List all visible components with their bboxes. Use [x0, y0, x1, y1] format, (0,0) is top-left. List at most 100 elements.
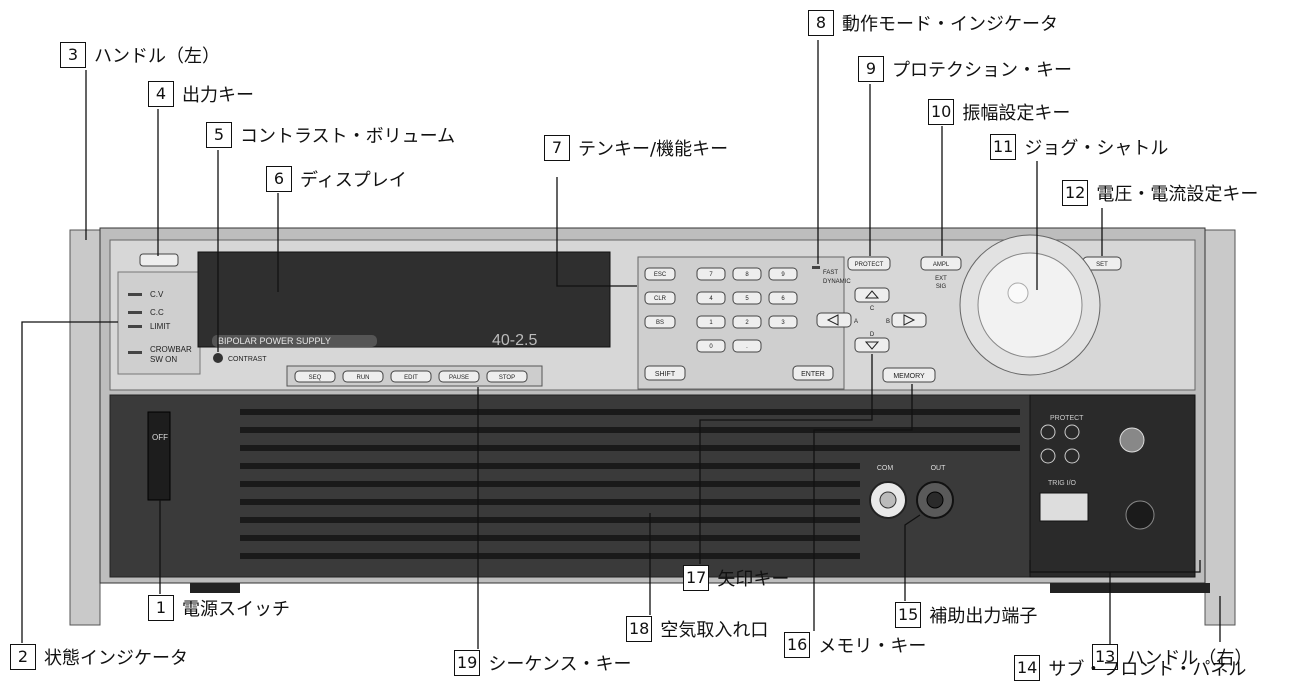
digit-key[interactable] — [696, 339, 726, 353]
left-handle — [69, 229, 101, 626]
contrast-knob[interactable] — [213, 353, 223, 363]
clr-key[interactable] — [644, 291, 676, 305]
digit-key-label: 4 — [709, 296, 713, 302]
protect-jack[interactable] — [1064, 448, 1080, 464]
callout-number: 19 — [454, 650, 481, 676]
func-key-label: CLR — [654, 296, 667, 302]
ampl-sub-label: SIG — [936, 284, 947, 290]
seq-key-label: EDIT — [404, 375, 418, 381]
ampl-key[interactable] — [920, 256, 962, 271]
memory-key-label: MEMORY — [893, 373, 925, 380]
seq-key[interactable] — [294, 370, 336, 383]
digit-key-label: 8 — [745, 272, 749, 278]
digit-key[interactable] — [696, 291, 726, 305]
memory-key[interactable] — [882, 367, 936, 383]
power-switch[interactable] — [147, 411, 171, 501]
terminal-label: COM — [877, 465, 894, 472]
callout-label: 電源スイッチ — [182, 599, 290, 620]
callout-label: メモリ・キー — [818, 636, 927, 657]
status-led — [128, 351, 142, 354]
arrow-left-key[interactable] — [816, 312, 852, 328]
protect-jack[interactable] — [1040, 424, 1056, 440]
seq-key-label: SEQ — [309, 375, 322, 381]
digit-key[interactable] — [732, 267, 762, 281]
digit-key[interactable] — [732, 339, 762, 353]
contrast-label: CONTRAST — [228, 356, 267, 363]
arrow-left-icon — [826, 314, 839, 326]
digit-key[interactable] — [696, 315, 726, 329]
callout-label: 振幅設定キー — [962, 103, 1071, 124]
digit-key-label: 6 — [781, 296, 785, 302]
digit-key-label: 7 — [709, 272, 713, 278]
enter-key[interactable] — [792, 365, 834, 381]
callout-9: 9 プロテクション・キー — [858, 56, 1072, 82]
digit-key-label: 1 — [709, 320, 713, 326]
callout-1: 1 電源スイッチ — [148, 595, 290, 621]
ampl-sub-label: EXT — [935, 276, 947, 282]
digit-key[interactable] — [768, 267, 798, 281]
arrow-keys: C A B D — [816, 287, 927, 353]
pause-key[interactable] — [438, 370, 480, 383]
status-led — [128, 325, 142, 328]
terminal-label: OUT — [931, 465, 947, 472]
digit-key[interactable] — [768, 291, 798, 305]
shift-key-label: SHIFT — [655, 371, 676, 378]
callout-number: 11 — [990, 134, 1017, 160]
arrow-right-icon — [903, 314, 916, 326]
protect-jack[interactable] — [1064, 424, 1080, 440]
callout-number: 15 — [895, 602, 922, 628]
output-key[interactable] — [139, 253, 179, 267]
arrow-down-key[interactable] — [854, 337, 890, 353]
bnc-connector[interactable] — [1119, 427, 1145, 453]
set-key-label: SET — [1096, 262, 1108, 268]
bs-key[interactable] — [644, 315, 676, 329]
callout-label: 補助出力端子 — [929, 606, 1038, 627]
callout-number: 9 — [858, 56, 884, 82]
shift-key[interactable] — [644, 365, 686, 381]
digit-key-label: 2 — [745, 320, 749, 326]
esc-key[interactable] — [644, 267, 676, 281]
func-key-label: ESC — [654, 272, 667, 278]
callout-label: ハンドル（左） — [94, 46, 220, 67]
run-key[interactable] — [342, 370, 384, 383]
callout-number: 12 — [1062, 180, 1089, 206]
arrow-down-icon — [864, 341, 880, 350]
seq-key-label: PAUSE — [449, 375, 469, 381]
digit-key-label: 5 — [745, 296, 749, 302]
right-handle — [1204, 229, 1236, 626]
arrow-up-key[interactable] — [854, 287, 890, 303]
callout-number: 14 — [1014, 655, 1041, 681]
protect-key[interactable] — [847, 256, 891, 271]
callout-number: 1 — [148, 595, 174, 621]
arrow-right-key[interactable] — [891, 312, 927, 328]
callout-label: プロテクション・キー — [892, 60, 1072, 81]
foot — [190, 583, 240, 593]
out-terminal-core — [926, 491, 944, 509]
callout-label: 動作モード・インジケータ — [842, 14, 1058, 35]
digit-key[interactable] — [732, 291, 762, 305]
subpanel-protect-label: PROTECT — [1050, 415, 1084, 422]
status-led — [128, 293, 142, 296]
ground-terminal[interactable] — [1125, 500, 1155, 530]
stop-key[interactable] — [486, 370, 528, 383]
digit-key[interactable] — [768, 315, 798, 329]
digit-key[interactable] — [696, 267, 726, 281]
protect-jack[interactable] — [1040, 448, 1056, 464]
digit-key[interactable] — [732, 315, 762, 329]
edit-key[interactable] — [390, 370, 432, 383]
enter-key-label: ENTER — [801, 371, 825, 378]
mode-led — [812, 266, 820, 269]
leader-line — [699, 354, 873, 564]
callout-label: 空気取入れ口 — [660, 620, 769, 641]
jog-shuttle-dial[interactable] — [977, 252, 1083, 358]
trig-connector[interactable] — [1039, 492, 1089, 522]
